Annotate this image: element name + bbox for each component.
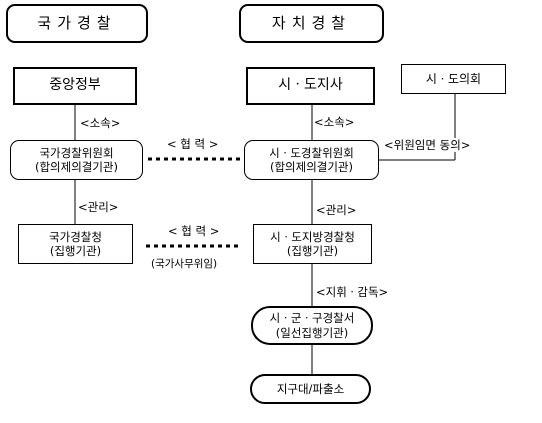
node-central-government: 중앙정부 <box>13 67 137 105</box>
label-cooperation-bottom: < 협 력 > <box>168 224 220 238</box>
node-local-police-agency-line1: 시ㆍ도지방경찰청 <box>270 229 355 244</box>
label-affiliation-left: <소속> <box>80 116 121 130</box>
label-direction-supervision: <지휘ㆍ감독> <box>316 285 389 299</box>
node-national-police-committee-line1: 국가경찰위원회 <box>39 145 114 160</box>
node-local-police-committee-line1: 시ㆍ도경찰위원회 <box>269 145 354 160</box>
node-district-police-station: 시ㆍ군ㆍ구경찰서 (일선집행기관) <box>251 306 373 345</box>
node-provincial-council-text: 시ㆍ도의회 <box>425 71 482 86</box>
node-governor-text: 시ㆍ도지사 <box>278 77 343 94</box>
node-district-police-station-line2: (일선집행기관) <box>275 325 349 340</box>
header-national-police-text: 국가경찰 <box>37 14 117 33</box>
node-local-police-committee: 시ㆍ도경찰위원회 (합의제의결기관) <box>244 140 379 180</box>
node-national-police-agency: 국가경찰청 (집행기관) <box>18 224 133 264</box>
node-local-police-committee-line2: (합의제의결기관) <box>269 160 354 174</box>
node-police-box: 지구대/파출소 <box>250 374 371 404</box>
node-central-government-text: 중앙정부 <box>49 77 101 94</box>
node-national-police-committee: 국가경찰위원회 (합의제의결기관) <box>10 140 143 180</box>
label-affiliation-right: <소속> <box>314 115 355 129</box>
node-local-police-agency-line2: (집행기관) <box>286 244 339 258</box>
node-district-police-station-line1: 시ㆍ군ㆍ구경찰서 <box>269 311 355 326</box>
label-delegated-affairs: (국가사무위임) <box>151 257 218 271</box>
node-provincial-council: 시ㆍ도의회 <box>401 64 506 94</box>
node-national-police-agency-line2: (집행기관) <box>49 244 102 258</box>
node-governor: 시ㆍ도지사 <box>246 67 375 105</box>
label-appointment-consent: <위원임면 동의> <box>384 138 471 152</box>
node-local-police-agency: 시ㆍ도지방경찰청 (집행기관) <box>253 224 372 264</box>
label-cooperation-top: < 협 력 > <box>167 137 219 151</box>
header-autonomous-police: 자치경찰 <box>239 4 384 43</box>
node-national-police-committee-line2: (합의제의결기관) <box>34 160 119 174</box>
label-management-left: <관리> <box>78 200 119 214</box>
node-police-box-text: 지구대/파출소 <box>276 381 345 396</box>
label-management-right: <관리> <box>316 203 357 217</box>
header-autonomous-police-text: 자치경찰 <box>271 14 352 33</box>
header-national-police: 국가경찰 <box>6 4 148 43</box>
node-national-police-agency-line1: 국가경찰청 <box>49 229 102 244</box>
